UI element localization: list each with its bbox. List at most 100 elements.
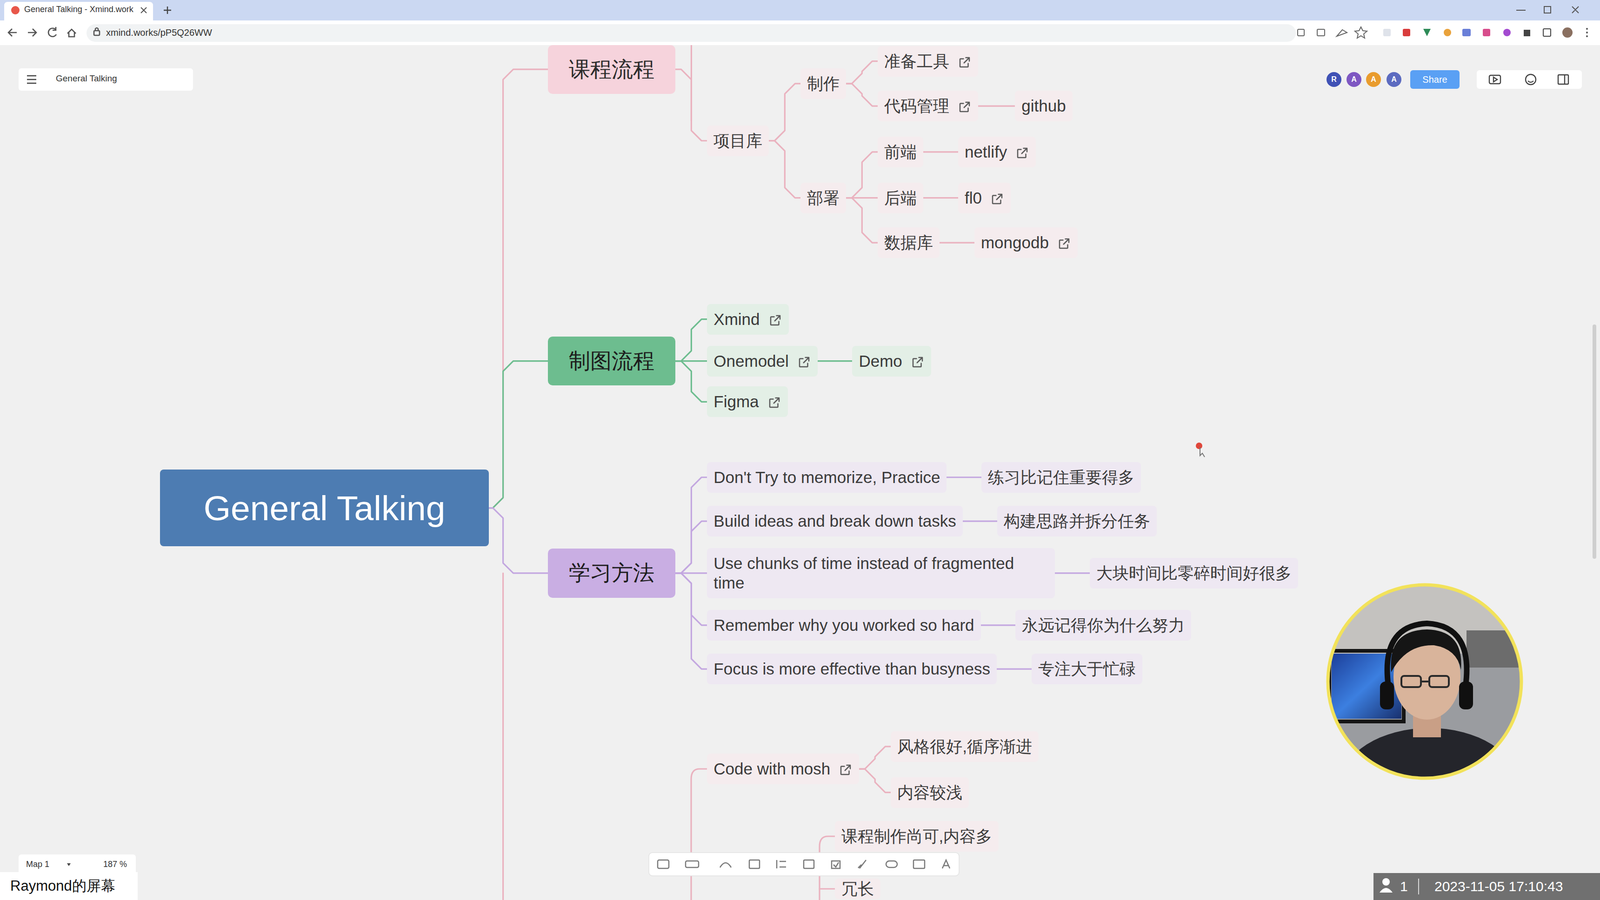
participant-count: 1 — [1400, 878, 1408, 896]
zoom-panel — [66, 863, 71, 867]
branch-line — [502, 573, 504, 900]
bottom-toolbar — [831, 861, 840, 869]
subtopic-box: Xmind — [706, 304, 789, 335]
header-tools — [1527, 80, 1534, 83]
topic-text: 风格很好,循序渐进 — [897, 737, 1033, 757]
extension-icons — [1586, 35, 1588, 38]
header-tools — [1525, 74, 1536, 85]
branch-connector — [980, 624, 1016, 627]
subtopic-box: 大块时间比零碎时间好很多 — [1089, 558, 1299, 589]
topic-text: 专注大于忙碌 — [1038, 659, 1136, 680]
subtopic-box: 构建思路并拆分任务 — [997, 506, 1157, 537]
topic-text: Xmind — [713, 309, 760, 330]
branch-connector — [675, 477, 707, 574]
subtopic-box: fl0 — [958, 182, 1011, 214]
extension-icons — [1523, 27, 1531, 37]
browser-address-bar — [1317, 29, 1325, 36]
header-tools — [1489, 74, 1569, 85]
link-icon — [957, 55, 972, 70]
link-icon — [992, 194, 1002, 204]
topic-text: 前端 — [884, 142, 917, 162]
document-title-panel — [18, 68, 194, 91]
branch-connector — [962, 520, 998, 522]
header-tools — [1476, 70, 1582, 89]
screen-share-tag — [0, 872, 138, 900]
topic-text: General Talking — [203, 487, 446, 530]
link-icon — [840, 765, 851, 775]
url-text: xmind.works/pP5Q26WW — [106, 26, 213, 39]
branch-connector — [488, 508, 548, 574]
branch-connector — [1054, 572, 1090, 574]
bottom-toolbar — [648, 853, 960, 877]
subtopic-box: Remember why you worked so hard — [706, 610, 981, 641]
subtopic-box: Focus is more effective than busyness — [706, 653, 997, 685]
topic-text: 课程制作尚可,内容多 — [841, 826, 993, 847]
browser-address-bar — [1336, 29, 1347, 37]
branch-connector — [675, 521, 707, 574]
browser-address-bar — [8, 26, 100, 37]
topic-text: github — [1021, 96, 1066, 116]
bottom-toolbar — [803, 860, 814, 869]
browser-address-bar — [67, 29, 76, 37]
topic-text: Use chunks of time instead of fragmented… — [713, 553, 1049, 594]
topic-text: netlify — [964, 142, 1007, 162]
topic-text: Onemodel — [713, 351, 789, 372]
branch-connector — [768, 140, 801, 199]
link-icon — [913, 357, 923, 367]
webcam-overlay — [1420, 680, 1430, 683]
bottom-toolbar — [942, 860, 950, 869]
branch-connector — [846, 61, 878, 84]
topic-text: 制作 — [806, 73, 840, 94]
share-button: Share — [1410, 70, 1460, 89]
topic-text: 课程流程 — [568, 56, 655, 83]
main-topic: 课程流程 — [547, 45, 676, 94]
document-title-panel — [18, 68, 194, 91]
screen-share-tag: Raymond的屏幕 — [10, 877, 116, 895]
root-topic: General Talking — [160, 469, 489, 547]
branch-connector — [768, 83, 801, 141]
browser-address-bar — [95, 27, 99, 31]
subtopic-box: 后端 — [877, 182, 924, 214]
browser-address-bar — [8, 28, 17, 37]
browser-address-bar — [0, 20, 1600, 46]
link-icon — [1057, 236, 1072, 251]
topic-text: 内容较浅 — [897, 783, 963, 803]
browser-address-bar — [27, 28, 37, 37]
link-icon — [838, 762, 853, 777]
bottom-toolbar — [657, 860, 669, 869]
document-title: General Talking — [55, 73, 118, 85]
meeting-status-bar — [1418, 879, 1420, 895]
branch-connector — [923, 151, 959, 153]
bottom-toolbar — [913, 860, 925, 869]
branch-connector — [939, 242, 975, 244]
subtopic-box: 代码管理 — [877, 90, 979, 122]
topic-text: 学习方法 — [568, 560, 655, 587]
subtopic-box: 部署 — [800, 182, 847, 214]
link-icon — [910, 355, 925, 370]
bottom-toolbar — [858, 860, 867, 869]
topic-text: fl0 — [964, 188, 982, 208]
branch-connector — [675, 573, 707, 670]
subtopic-box: 制作 — [800, 68, 847, 100]
subtopic-box: 永远记得你为什么努力 — [1015, 610, 1192, 641]
branch-connector — [675, 361, 707, 403]
webcam-overlay — [1340, 728, 1518, 840]
subtopic-box: Figma — [706, 386, 788, 418]
link-icon — [990, 191, 1005, 206]
topic-text: 准备工具 — [884, 51, 950, 72]
topic-text: 数据库 — [884, 233, 934, 253]
branch-connector — [846, 152, 878, 199]
topic-text: Code with mosh — [713, 759, 831, 780]
link-icon — [1015, 145, 1030, 160]
browser-tab-bar — [11, 6, 20, 15]
browser-tab-bar — [0, 0, 1600, 21]
webcam-overlay — [1459, 681, 1474, 710]
browser-address-bar — [48, 26, 57, 37]
branch-connector — [488, 69, 548, 508]
branch-connector — [946, 476, 982, 479]
extension-icons — [1383, 27, 1588, 38]
extension-icons — [1383, 28, 1391, 37]
extension-icons — [1482, 28, 1491, 37]
link-icon — [797, 355, 812, 370]
zoom-panel — [18, 854, 136, 876]
